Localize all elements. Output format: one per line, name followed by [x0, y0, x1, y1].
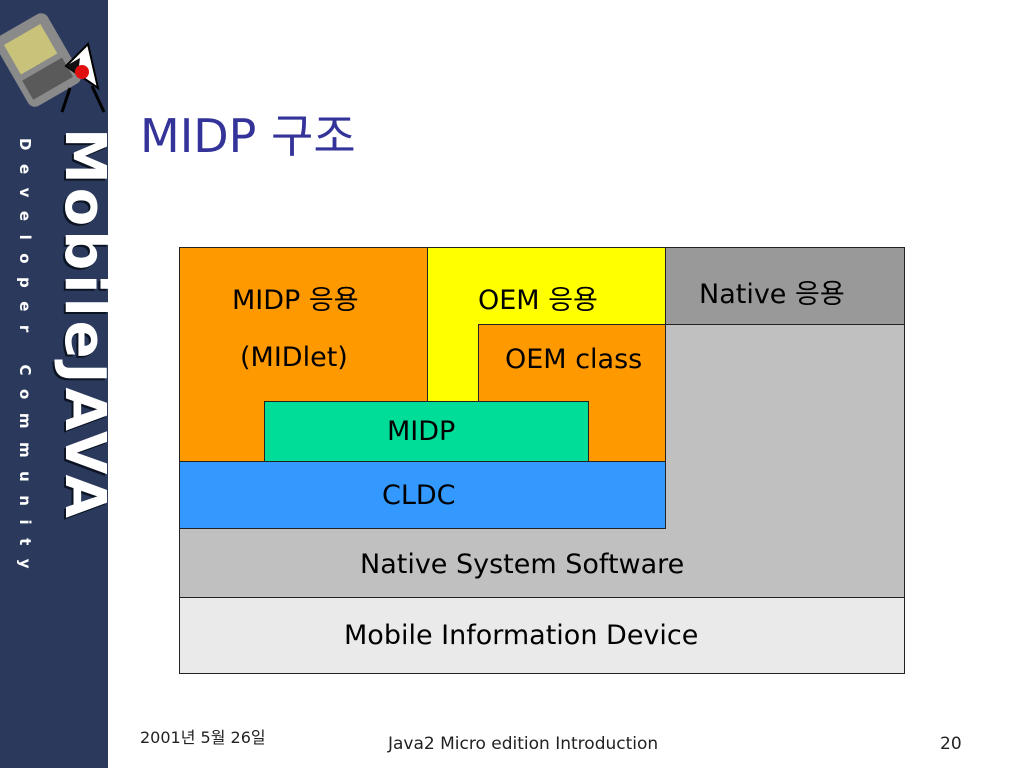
duke-logo [0, 0, 108, 128]
page-number: 20 [940, 734, 962, 754]
native-system-layer [179, 528, 905, 598]
cldc-box [179, 461, 666, 529]
native-app-box [665, 247, 905, 325]
cldc-label: CLDC [382, 480, 456, 511]
native-app-label: Native 응용 [699, 279, 845, 310]
mobile-device-layer [179, 597, 905, 674]
mobile-device-label: Mobile Information Device [344, 620, 699, 651]
midp-label: MIDP [387, 416, 456, 447]
native-system-label: Native System Software [360, 549, 685, 580]
oem-app-label: OEM 응용 [478, 285, 598, 316]
midlet-label: (MIDlet) [240, 342, 348, 373]
footer-date: 2001년 5월 26일 [140, 728, 266, 747]
footer-title: Java2 Micro edition Introduction [388, 734, 659, 754]
native-system-column [665, 324, 905, 529]
oem-class-label: OEM class [505, 344, 643, 375]
midp-app-label: MIDP 응용 [232, 285, 359, 316]
sidebar: MobileJAVA Developer Community [0, 0, 108, 768]
page-title: MIDP 구조 [140, 109, 356, 163]
